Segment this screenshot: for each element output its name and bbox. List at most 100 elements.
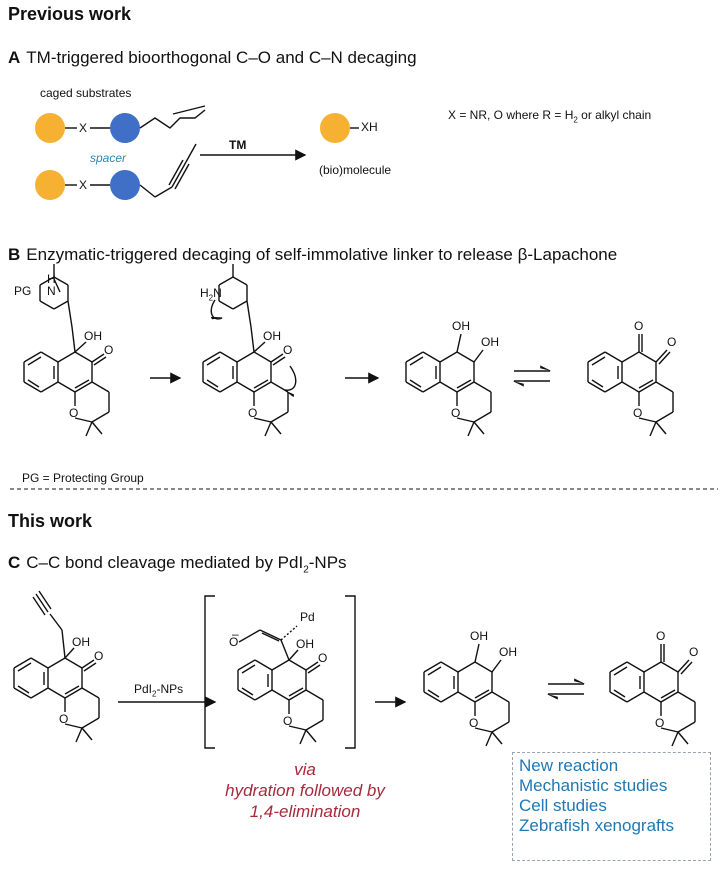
bond <box>185 143 197 163</box>
highlight-item: Zebrafish xenografts <box>519 816 674 835</box>
bond <box>456 381 475 393</box>
bond <box>272 356 286 366</box>
bond <box>307 664 321 674</box>
hydroxyl-label: OH <box>263 329 281 343</box>
carbonyl-oxygen-label: O <box>656 629 665 643</box>
bond <box>288 689 307 701</box>
n-label: N <box>47 284 56 298</box>
ring-oxygen-label: O <box>451 406 460 420</box>
bond <box>74 341 87 353</box>
bond <box>47 687 66 699</box>
bond <box>64 647 75 659</box>
bond <box>440 691 459 703</box>
bond <box>409 356 424 366</box>
bond <box>32 596 46 616</box>
bond <box>456 379 472 389</box>
bracket-left <box>204 595 215 749</box>
bond <box>609 661 628 673</box>
bond <box>254 689 273 701</box>
ring-oxygen-label: O <box>633 406 642 420</box>
carbonyl-oxygen-label: O <box>689 645 698 659</box>
bond <box>241 687 254 696</box>
bond <box>91 353 105 363</box>
bond <box>491 731 503 745</box>
bond <box>457 691 476 703</box>
hydroxyl-label: OH <box>481 335 499 349</box>
bond <box>638 381 657 393</box>
bond <box>57 381 76 393</box>
biomolecule-label: (bio)molecule <box>319 163 392 177</box>
bracket-right <box>345 595 356 749</box>
bond <box>74 351 93 363</box>
bond <box>422 351 441 363</box>
x-linker-label-top: X <box>79 121 88 135</box>
bond <box>643 661 662 673</box>
bond <box>17 685 30 694</box>
bond <box>232 276 248 286</box>
bond <box>57 351 76 363</box>
bond <box>271 689 290 701</box>
bond <box>218 300 234 310</box>
bond <box>172 105 206 115</box>
x-linker-label-bottom: X <box>79 178 88 192</box>
bond <box>40 381 59 393</box>
bond <box>47 657 66 669</box>
blue-circle <box>110 113 140 143</box>
bond <box>658 351 671 365</box>
highlight-item: Cell studies <box>519 796 607 815</box>
bond <box>626 661 645 673</box>
bond <box>467 421 475 437</box>
bond <box>171 161 187 188</box>
bond-path <box>139 109 206 129</box>
bond <box>27 356 42 366</box>
ring-oxygen-label: O <box>69 406 78 420</box>
bond <box>660 691 679 703</box>
bond <box>139 184 156 198</box>
hydration-text: hydration followed by <box>225 781 385 800</box>
bond <box>271 659 290 671</box>
bond <box>202 381 221 393</box>
bond <box>35 593 49 613</box>
bond <box>74 381 93 393</box>
carbonyl-oxygen-label: O <box>94 649 103 663</box>
bond <box>13 657 32 669</box>
bond <box>288 687 304 697</box>
bond <box>405 381 424 393</box>
bond <box>53 278 61 293</box>
bond <box>53 276 69 286</box>
bond <box>64 657 83 669</box>
bond <box>236 351 255 363</box>
bond <box>677 731 689 745</box>
bond <box>253 341 266 353</box>
bond <box>253 381 272 393</box>
x-definition: X = NR, O where R = H2 or alkyl chain <box>448 108 652 125</box>
elimination-text: 1,4-elimination <box>249 802 361 821</box>
hydroxyl-label: OH <box>296 637 314 651</box>
bond <box>485 731 493 747</box>
bond <box>474 661 493 673</box>
bond <box>74 417 93 423</box>
bond <box>405 351 424 363</box>
orange-circle <box>35 170 65 200</box>
bond <box>677 721 696 733</box>
bond <box>40 351 59 363</box>
minus-charge: – <box>232 627 239 641</box>
bond <box>253 351 272 363</box>
caged-substrates-label: caged substrates <box>40 86 132 100</box>
bond <box>236 381 255 393</box>
header-previous-work: Previous work <box>8 4 132 24</box>
bond <box>39 300 55 310</box>
carbonyl-oxygen-label: O <box>283 343 292 357</box>
bond <box>219 351 238 363</box>
bond <box>456 333 462 353</box>
ring-oxygen-label: O <box>655 716 664 730</box>
bond <box>440 661 459 673</box>
bond <box>13 687 32 699</box>
bond <box>457 661 476 673</box>
bond <box>23 351 42 363</box>
bond <box>238 629 261 643</box>
bond <box>67 300 73 328</box>
